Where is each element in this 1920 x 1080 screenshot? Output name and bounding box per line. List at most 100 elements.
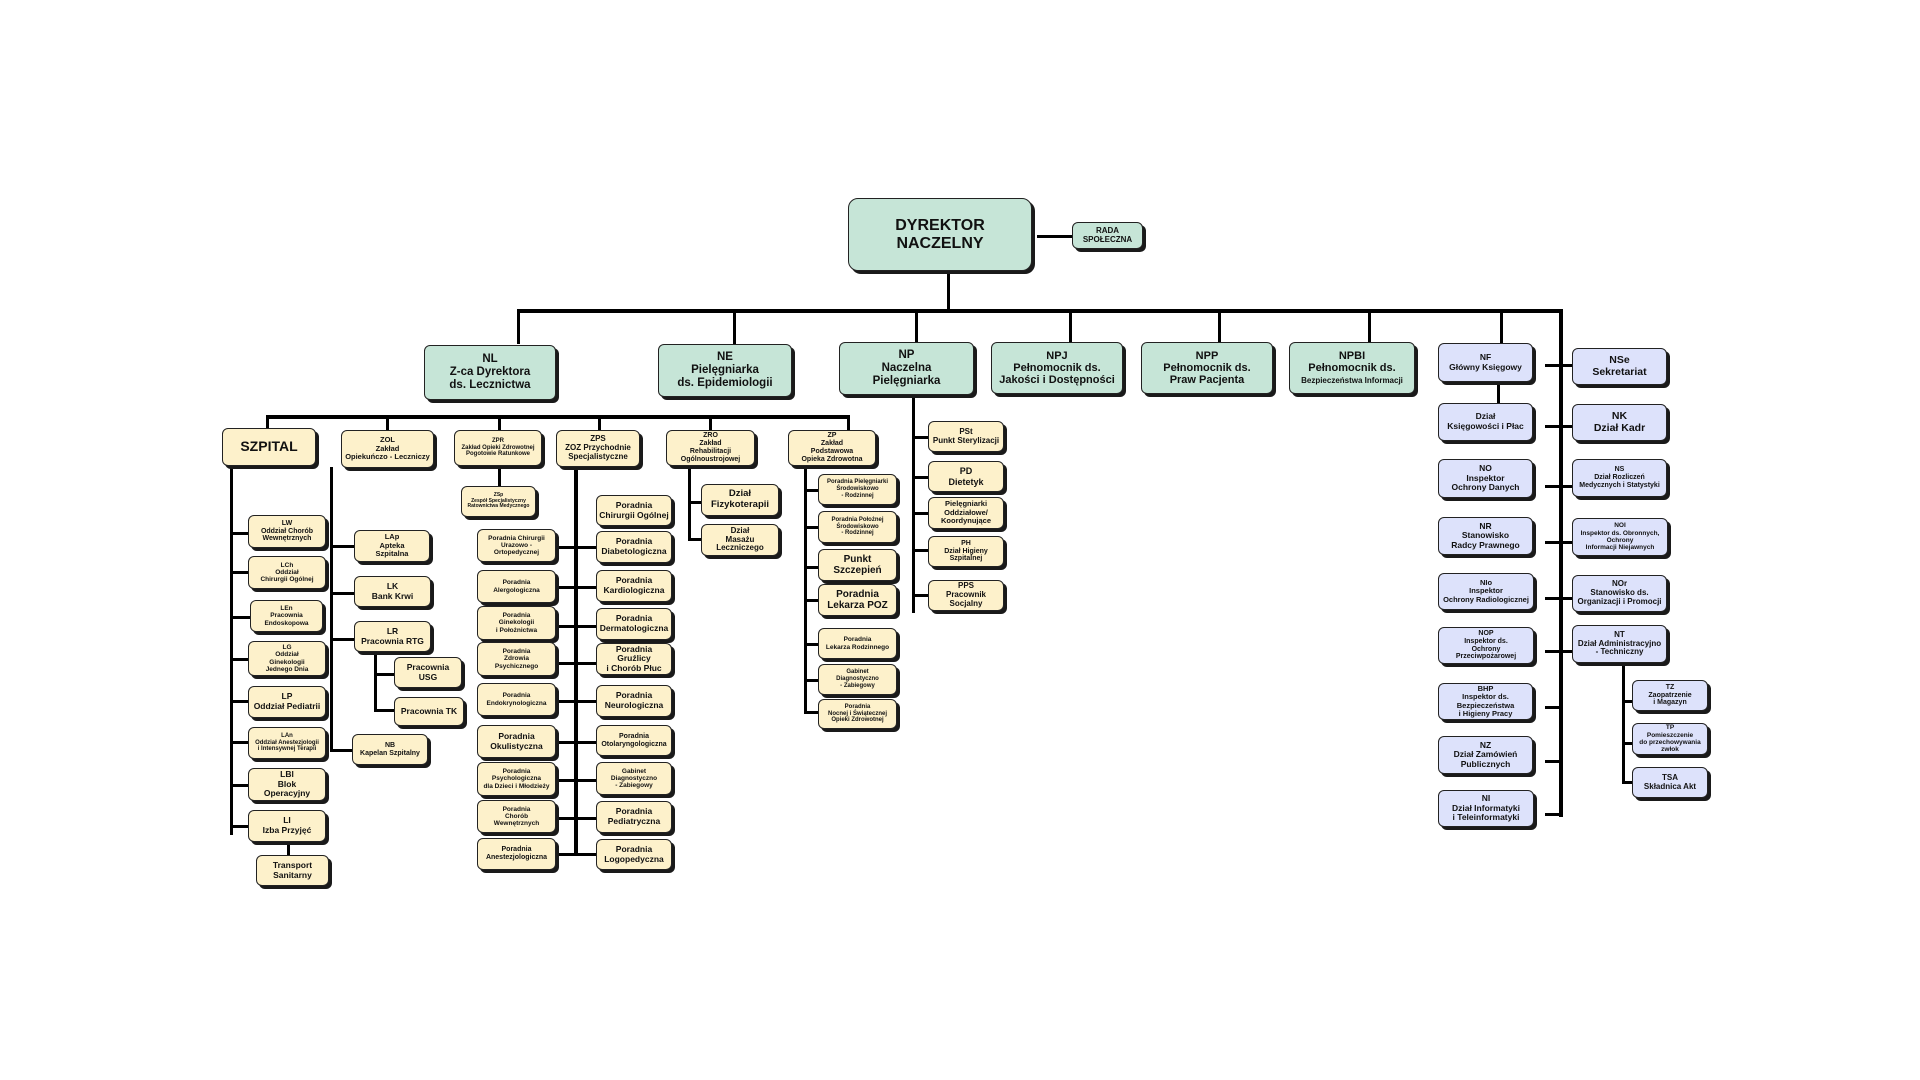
zps-left-item[interactable]: Poradnia Alergologiczna [477, 570, 556, 603]
connector-line [1500, 309, 1503, 346]
zp-child-item[interactable]: Poradnia Lekarza Rodzinnego [818, 628, 897, 659]
admin-left-item[interactable]: NOP Inspektor ds. Ochrony Przeciwpożarow… [1438, 627, 1534, 664]
zps-left-item[interactable]: Poradnia Chorób Wewnętrznych [477, 800, 556, 833]
connector-line [733, 309, 736, 346]
connector-line [230, 658, 248, 661]
np-pd-box[interactable]: PD Dietetyk [928, 461, 1004, 492]
nt-tz-box[interactable]: TZ Zaopatrzenie i Magazyn [1632, 680, 1708, 711]
zp-child-item[interactable]: Poradnia Położnej Środowiskowo - Rodzinn… [818, 511, 897, 543]
zro-masaz-box[interactable]: Dział Masażu Leczniczego [701, 524, 779, 556]
zps-left-item[interactable]: Poradnia Ginekologii i Położnictwa [477, 606, 556, 640]
connector-line [912, 436, 928, 439]
szpital-lap-box[interactable]: LAp Apteka Szpitalna [354, 530, 430, 562]
szpital-lan-box[interactable]: LAn Oddział Anestezjologii i Intensywnej… [248, 727, 326, 759]
szpital-lch-box[interactable]: LCh Oddział Chirurgii Ogólnej [248, 556, 326, 589]
zps-left-item[interactable]: Poradnia Psychologiczna dla Dzieci i Mło… [477, 762, 556, 796]
rada-spoleczna-box[interactable]: RADA SPOŁECZNA [1072, 222, 1143, 249]
admin-left-item[interactable]: BHP Inspektor ds. Bezpieczeństwa i Higie… [1438, 683, 1533, 720]
szpital-lp-box[interactable]: LP Oddział Pediatrii [248, 686, 326, 718]
connector-line [912, 395, 915, 613]
zsp-box[interactable]: ZSp Zespół Specjalistyczny Ratownictwa M… [461, 486, 536, 517]
connector-line [912, 549, 928, 552]
lr-tk-box[interactable]: Pracownia TK [394, 697, 464, 726]
np-pst-box[interactable]: PSt Punkt Sterylizacji [928, 421, 1004, 452]
zps-left-item[interactable]: Poradnia Anestezjologiczna [477, 838, 556, 870]
zps-right-item[interactable]: Poradnia Kardiologiczna [596, 570, 672, 602]
szpital-nb-box[interactable]: NB Kapelan Szpitalny [352, 734, 428, 765]
szpital-box[interactable]: SZPITAL [222, 428, 316, 466]
connector-line [1545, 597, 1583, 600]
zps-left-item[interactable]: Poradnia Endokrynologiczna [477, 683, 556, 716]
zps-left-item[interactable]: Poradnia Okulistyczna [477, 725, 556, 758]
admin-right-item[interactable]: NK Dział Kadr [1572, 404, 1667, 441]
np-pps-box[interactable]: PPS Pracownik Socjalny [928, 580, 1004, 611]
szpital-li-box[interactable]: LI Izba Przyjęć [248, 810, 326, 842]
zps-right-item[interactable]: Poradnia Dermatologiczna [596, 608, 672, 640]
szpital-lk-box[interactable]: LK Bank Krwi [354, 576, 431, 607]
admin-right-item[interactable]: NOr Stanowisko ds. Organizacji i Promocj… [1572, 575, 1667, 612]
np-ph-box[interactable]: PH Dział Higieny Szpitalnej [928, 536, 1004, 567]
zps-right-item[interactable]: Poradnia Diabetologiczna [596, 531, 672, 563]
zpr-box[interactable]: ZPR Zakład Opieki Zdrowotnej Pogotowie R… [454, 430, 542, 466]
nt-tsa-box[interactable]: TSA Składnica Akt [1632, 767, 1708, 798]
zps-right-item[interactable]: Poradnia Neurologiczna [596, 685, 672, 717]
transport-sanitarny-box[interactable]: Transport Sanitarny [256, 855, 329, 886]
admin-left-item[interactable]: NZ Dział Zamówień Publicznych [1438, 736, 1533, 774]
zp-child-item[interactable]: Gabinet Diagnostyczno - Zabiegowy [818, 664, 897, 695]
connector-line [847, 415, 850, 431]
admin-left-item[interactable]: NO Inspektor Ochrony Danych [1438, 459, 1533, 498]
connector-line [598, 415, 601, 431]
np-pielegniarki-box[interactable]: Pielęgniarki Oddziałowe/ Koordynujące [928, 497, 1004, 529]
zps-right-item[interactable]: Poradnia Pediatryczna [596, 801, 672, 833]
zps-right-item[interactable]: Poradnia Otolaryngologiczna [596, 725, 672, 756]
lr-usg-box[interactable]: Pracownia USG [394, 657, 462, 688]
szpital-lbl-box[interactable]: LBl Blok Operacyjny [248, 768, 326, 801]
nt-tp-box[interactable]: TP Pomieszczenie do przechowywania zwłok [1632, 723, 1708, 755]
szpital-lw-box[interactable]: LW Oddział Chorób Wewnętrznych [248, 515, 326, 548]
zps-left-item[interactable]: Poradnia Zdrowia Psychicznego [477, 642, 556, 676]
zro-fizykoterapia-box[interactable]: Dział Fizykoterapii [701, 484, 779, 516]
connector-line [1545, 760, 1563, 763]
admin-left-item[interactable]: NI Dział Informatyki i Teleinformatyki [1438, 790, 1534, 827]
admin-left-item[interactable]: NIo Inspektor Ochrony Radiologicznej [1438, 573, 1534, 610]
admin-right-item[interactable]: NOI Inspektor ds. Obronnych, Ochrony Inf… [1572, 518, 1668, 556]
zp-child-item[interactable]: Poradnia Nocnej i Świątecznej Opieki Zdr… [818, 699, 897, 729]
zp-child-item[interactable]: Punkt Szczepień [818, 549, 897, 581]
connector-line [574, 467, 578, 856]
connector-line [947, 273, 950, 309]
szpital-lr-box[interactable]: LR Pracownia RTG [354, 621, 431, 652]
zol-box[interactable]: ZOL Zakład Opiekuńczo - Leczniczy [341, 430, 434, 468]
zp-child-item[interactable]: Poradnia Lekarza POZ [818, 584, 897, 616]
szpital-lg-box[interactable]: LG Oddział Ginekologii Jednego Dnia [248, 641, 326, 676]
admin-left-item[interactable]: Dział Księgowości i Płac [1438, 403, 1533, 441]
connector-line [386, 415, 389, 431]
zps-right-item[interactable]: Poradnia Logopedyczna [596, 839, 672, 870]
zps-right-item[interactable]: Poradnia Gruźlicy i Chorób Płuc [596, 643, 672, 675]
connector-line [688, 538, 701, 541]
zp-child-item[interactable]: Poradnia Pielęgniarki Środowiskowo - Rod… [818, 474, 897, 505]
zps-left-item[interactable]: Poradnia Chirurgii Urazowo - Ortopedyczn… [477, 529, 556, 562]
admin-nse-box[interactable]: NSe Sekretariat [1572, 348, 1667, 385]
zps-box[interactable]: ZPS ZOZ Przychodnie Specjalistyczne [556, 430, 640, 467]
admin-left-item[interactable]: NR Stanowisko Radcy Prawnego [1438, 517, 1533, 555]
connector-line [230, 467, 233, 835]
szpital-len-box[interactable]: LEn Pracownia Endoskopowa [250, 600, 323, 632]
connector-line [287, 844, 290, 864]
admin-right-item[interactable]: NS Dział Rozliczeń Medycznych i Statysty… [1572, 459, 1667, 497]
zps-right-item[interactable]: Poradnia Chirurgii Ogólnej [596, 495, 672, 526]
zp-box[interactable]: ZP Zakład Podstawowa Opieka Zdrowotna [788, 430, 876, 466]
admin-nt-box[interactable]: NT Dział Administracyjno - Techniczny [1572, 625, 1667, 663]
zro-box[interactable]: ZRO Zakład Rehabilitacji Ogólnoustrojowe… [666, 430, 755, 466]
connector-line [556, 853, 596, 856]
zps-right-item[interactable]: Gabinet Diagnostyczno - Zabiegowy [596, 762, 672, 795]
connector-line [517, 309, 520, 344]
admin-nf-box[interactable]: NF Główny Księgowy [1438, 343, 1533, 382]
